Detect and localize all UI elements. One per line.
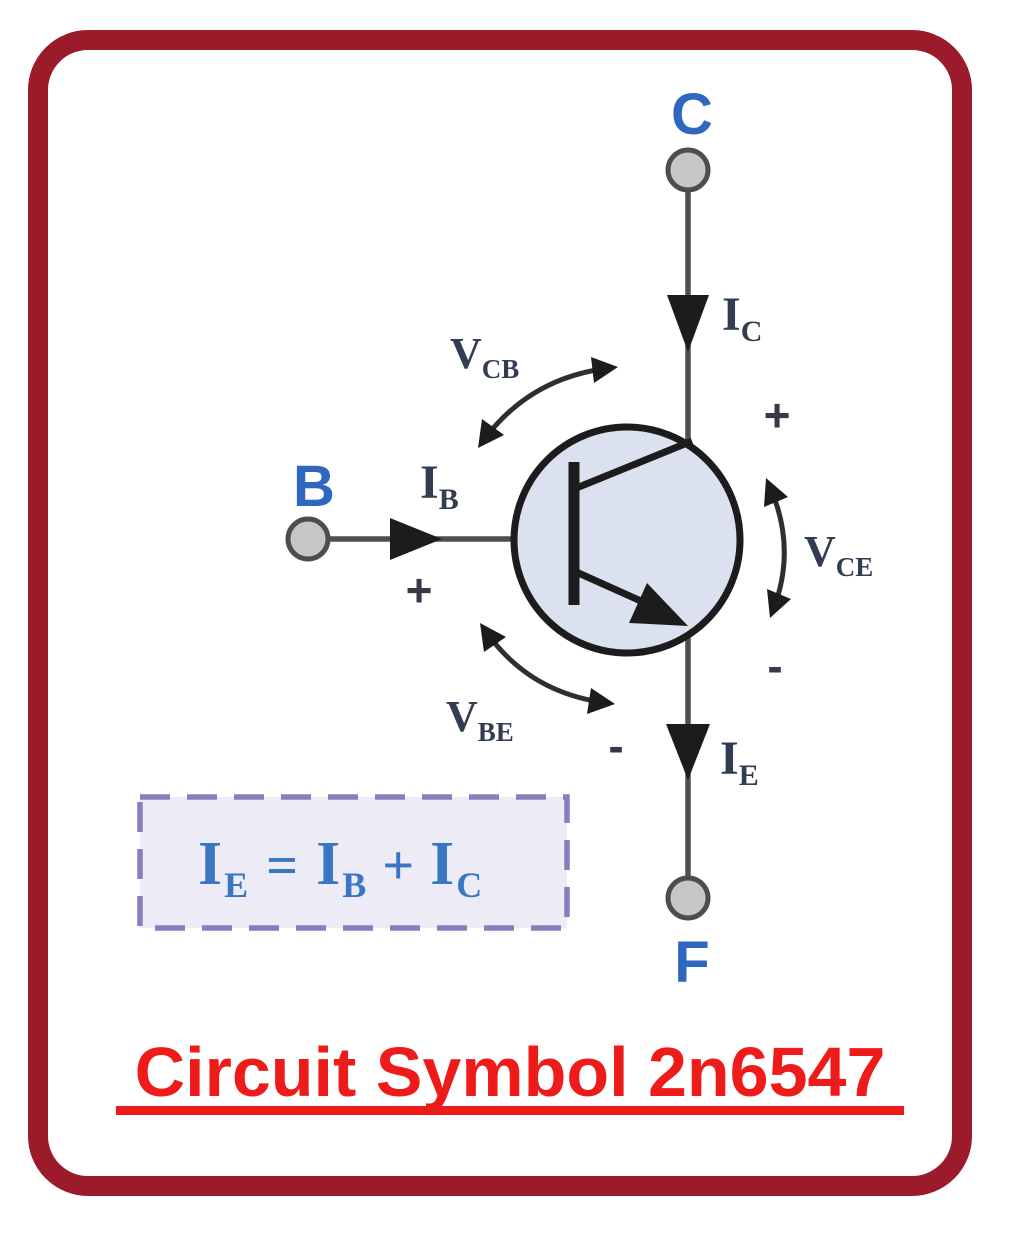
equation-text: IE=IB+IC (198, 830, 484, 905)
emitter-terminal-label: F (674, 930, 709, 995)
vce-arrowhead-bottom (767, 589, 791, 618)
collector-current-label: IC (722, 288, 762, 348)
transistor-body-circle (510, 423, 744, 657)
base-current-label: IB (420, 456, 459, 516)
vce-minus-sign: - (767, 640, 782, 692)
vcb-arrowhead-right (591, 357, 618, 383)
vce-plus-sign: + (764, 389, 791, 441)
card-border (28, 30, 972, 1196)
collector-terminal-label: C (671, 82, 713, 147)
collector-current-arrowhead (667, 295, 709, 352)
vbe-arrowhead-right (587, 688, 615, 714)
emitter-current-label: IE (720, 732, 759, 792)
vce-label: VCE (804, 527, 873, 582)
equation-box (137, 794, 570, 931)
vce-arrowhead-top (764, 478, 788, 507)
vbe-minus-sign: - (608, 720, 623, 772)
emitter-terminal-dot (665, 875, 711, 921)
collector-terminal-dot (665, 147, 711, 193)
vcb-label: VCB (450, 329, 519, 384)
vbe-plus-sign: + (406, 564, 433, 616)
title-underline (116, 1106, 904, 1115)
vbe-arrowhead-left (480, 623, 506, 652)
transistor-emitter-arrowhead (629, 583, 688, 626)
base-terminal-dot (285, 516, 331, 562)
transistor-emitter-line (572, 567, 654, 610)
vbe-label: VBE (446, 692, 514, 747)
vcb-arrowhead-left (478, 419, 504, 448)
base-terminal-label: B (293, 454, 335, 519)
base-current-arrowhead (390, 518, 442, 560)
page-title: Circuit Symbol 2n6547 (135, 1033, 886, 1111)
transistor-collector-line (572, 437, 694, 493)
vcb-arc (480, 365, 611, 443)
emitter-current-arrowhead (666, 724, 710, 780)
